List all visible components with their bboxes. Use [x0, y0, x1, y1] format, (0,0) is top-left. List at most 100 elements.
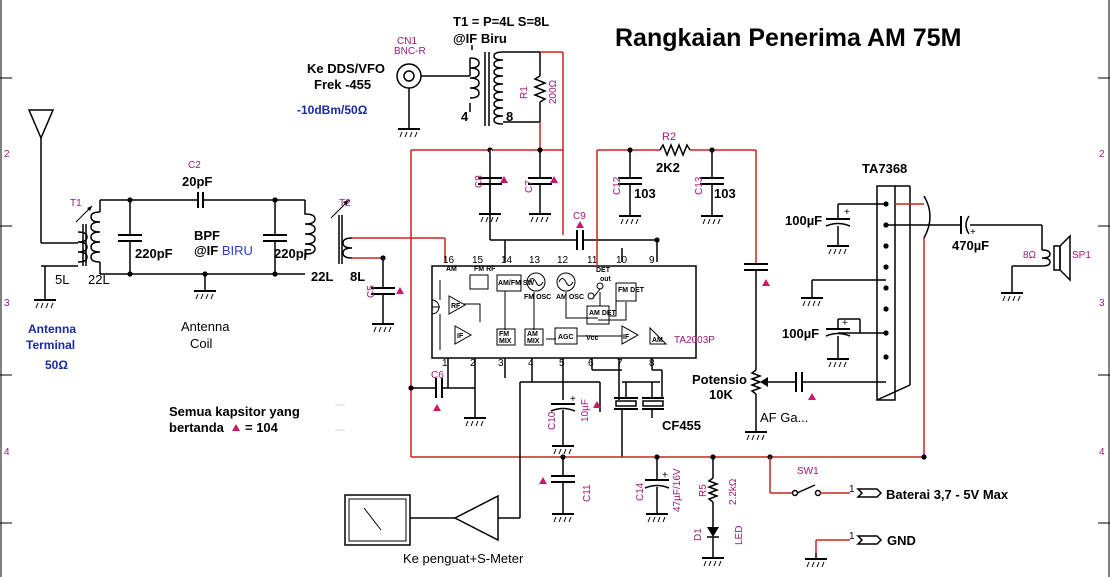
r1-ref: R1	[519, 86, 530, 99]
ic1-pin-13: 13	[529, 255, 541, 266]
power-section: C11 + C14 47µF/16V R5 2.2kΩ D1 LED SW1 1	[411, 454, 1009, 568]
d1-label: LED	[734, 526, 745, 545]
antenna-icon	[27, 109, 55, 243]
speaker-icon	[1041, 234, 1071, 282]
battery-pin: 1	[849, 484, 855, 495]
c5-ref: C5	[366, 285, 377, 298]
c7-ref: C7	[524, 180, 535, 193]
grid-left-2: 2	[4, 149, 10, 160]
speaker-ref: SP1	[1072, 250, 1091, 261]
t2-primary-turns: 22L	[311, 269, 333, 284]
ic1-pin-4: 4	[528, 358, 534, 369]
cn1-ref: CN1	[397, 36, 417, 47]
antenna-terminal-line2: Terminal	[26, 338, 75, 352]
bpf-section: C2 20pF 220pF 220pF BPF @IF BIRU T2	[118, 160, 446, 333]
ic1-block-out: out	[600, 276, 612, 283]
antenna-coil-line1: Antenna	[181, 319, 230, 334]
note-line1: Semua kapsitor yang	[169, 404, 300, 419]
c14-value: 47µF/16V	[672, 468, 683, 512]
c10-ref: C10	[547, 411, 558, 430]
ic1-block-am-fm-sw: AM/FM SW	[498, 280, 535, 287]
c10-value: 10µF	[580, 399, 591, 422]
d1-ref: D1	[693, 528, 704, 541]
bpf-cap-right: 220pF	[274, 246, 312, 261]
c14-plus: +	[662, 470, 668, 481]
c2-capacitor-icon	[197, 192, 204, 208]
ic1-block-if2: IF	[623, 334, 630, 341]
cf455-filter: CF455	[614, 381, 701, 457]
c12-ref: C12	[612, 176, 623, 195]
ic1-pin-14: 14	[501, 255, 513, 266]
ic1-pin-9: 9	[649, 255, 655, 266]
t1-spec-sub: @IF Biru	[453, 31, 507, 46]
grid-left-4: 4	[4, 447, 10, 458]
ic1-ref: TA2003P	[674, 335, 715, 346]
ic1-block-agc: AGC	[558, 334, 574, 341]
r2-value: 2K2	[656, 160, 680, 175]
amplifier-icon	[453, 494, 499, 542]
ic1-pin-5: 5	[559, 358, 565, 369]
diagram-title: Rangkaian Penerima AM 75M	[615, 24, 961, 52]
antenna-section: 5L 22L T1 Antenna Terminal 50Ω Antenna C…	[26, 109, 305, 372]
ic1-block-vcc: Vcc	[586, 335, 599, 342]
antenna-terminal-line1: Antenna	[28, 322, 76, 336]
meter-label: Ke penguat+S-Meter	[403, 551, 524, 566]
ic1-block-am-osc: AM OSC	[556, 294, 584, 301]
t2-secondary-turns: 8L	[350, 269, 365, 284]
ic1-block-am-det: AM DET	[589, 310, 617, 317]
ic2-cap-bypass: 100µF	[782, 326, 819, 341]
ic2-cap-bypass-plus: +	[842, 318, 848, 329]
ic2-cap-out-plus: +	[970, 227, 976, 238]
antenna-coil-icon	[75, 205, 101, 266]
s-meter-icon	[344, 494, 411, 546]
r5-value: 2.2kΩ	[728, 478, 739, 505]
c10-plus: +	[570, 394, 576, 405]
ic1-pin-10: 10	[616, 255, 628, 266]
sw1-ref: SW1	[797, 466, 819, 477]
ic1-block-fm-rf: FM RF	[474, 266, 496, 273]
ic1-block-fm-det: FM DET	[618, 287, 645, 294]
ic1-pin-15: 15	[472, 255, 484, 266]
t2-transformer-icon	[304, 199, 353, 264]
ic1-block-fm-mix-label: FM	[499, 331, 509, 338]
ta7368-ic-icon	[876, 185, 911, 401]
t1-pri-turns: 4	[461, 109, 469, 124]
ic1-block-det: DET	[596, 267, 611, 274]
grid-right-2: 2	[1099, 149, 1105, 160]
ic1-pin-6: 6	[588, 358, 594, 369]
note-line2: bertanda	[169, 420, 225, 435]
input-line1: Ke DDS/VFO	[307, 61, 385, 76]
r1-value: 200Ω	[548, 79, 559, 104]
cf455-ref: CF455	[662, 418, 701, 433]
ta2003p-ic-icon	[431, 265, 697, 359]
grid-right-3: 3	[1099, 298, 1105, 309]
c14-ref: C14	[635, 482, 646, 501]
gnd-pin: 1	[849, 531, 855, 542]
t1-ant-ref: T1	[70, 198, 82, 209]
ic1-pin-11: 11	[587, 255, 598, 266]
af-filter-section: R2 2K2 C12 103 C13 103	[596, 131, 770, 370]
ic1-pin-3: 3	[498, 358, 504, 369]
bnc-connector-icon	[396, 63, 422, 123]
ic1-block-am-bottom: AM	[652, 337, 663, 344]
ic1-pin-16: 16	[443, 255, 455, 266]
t1-spec: T1 = P=4L S=8L	[453, 14, 549, 29]
ic2-cap-in: 100µF	[785, 213, 822, 228]
pot-line1: Potensio	[692, 372, 747, 387]
note-section: Semua kapsitor yang bertanda = 104	[169, 404, 345, 435]
ic1-block-fm-osc: FM OSC	[524, 294, 551, 301]
input-line2: Frek -455	[314, 77, 371, 92]
ic1-block-am-mix: MIX	[527, 338, 540, 345]
antenna-primary-turns: 5L	[55, 272, 69, 287]
c2-value: 20pF	[182, 174, 212, 189]
ic1-pin-7: 7	[617, 358, 623, 369]
bpf-label: BPF	[194, 228, 220, 243]
s-meter-section: Ke penguat+S-Meter	[344, 381, 532, 566]
antenna-secondary-turns: 22L	[88, 272, 110, 287]
ic1-block-am-top: AM	[446, 266, 457, 273]
ta7368-section: TA7368 + 100µF + 470µF	[782, 161, 1091, 457]
gnd-label: GND	[887, 533, 916, 548]
r1-resistor-icon	[532, 75, 548, 103]
